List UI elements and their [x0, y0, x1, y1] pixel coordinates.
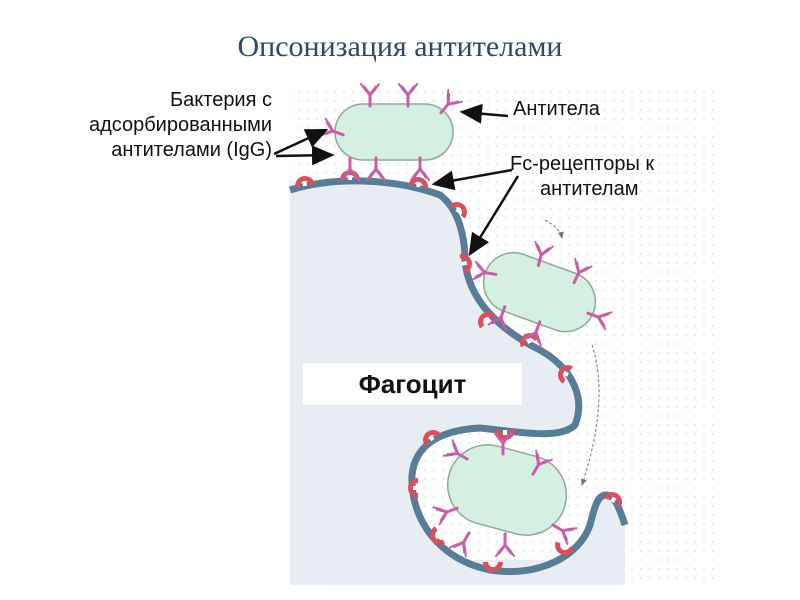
- motion-arrow: [544, 219, 564, 239]
- arrow-fc-2: [468, 175, 520, 257]
- arrow-bacteria-1: [273, 128, 329, 156]
- phagocyte-lower-fill: [290, 560, 625, 585]
- phagocyte-membrane: [288, 177, 629, 576]
- arrow-antibodies: [459, 103, 509, 124]
- arrow-bacteria-2: [275, 145, 335, 166]
- bacterium-top: [334, 103, 454, 161]
- bacteria-label-line-2: адсорбированными: [88, 114, 272, 136]
- phagocyte-label-box: [303, 363, 522, 405]
- bacteria-label-line-1: Бактерия с: [170, 89, 272, 111]
- bacteria-label: Бактерия с адсорбированными антителами (…: [62, 88, 272, 163]
- fc-receptors-label-line-1: Fc-рецепторы к: [510, 153, 655, 175]
- slide-title: Опсонизация антителами: [237, 30, 563, 63]
- bacteria-label-line-3: антителами (IgG): [111, 139, 272, 161]
- antibodies-label: Антитела: [513, 98, 600, 120]
- fc-receptors-label-line-2: антителам: [540, 178, 639, 200]
- phagocyte-label: Фагоцит: [358, 369, 467, 399]
- arrow-fc-1: [431, 168, 513, 191]
- fc-receptors-label: Fc-рецепторы к антителам: [510, 152, 654, 202]
- motion-arrow: [581, 344, 600, 486]
